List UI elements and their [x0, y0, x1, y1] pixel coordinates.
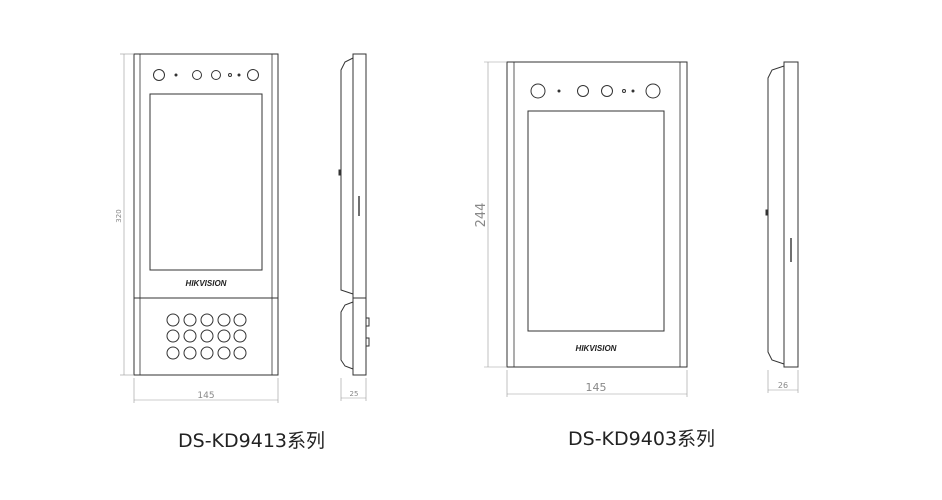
- model1-sensor-dot-icon: [228, 73, 232, 77]
- model2-camera-left-icon: [530, 83, 546, 99]
- model1-front-view: [133, 53, 279, 376]
- model1-width-label: 145: [197, 391, 214, 401]
- model2-width-dim-line: [506, 370, 688, 397]
- model2-height-dim-line: [484, 61, 507, 368]
- model1-width-dim-line: [133, 378, 279, 403]
- model1-screen: [149, 93, 263, 271]
- model2-camera-right-icon: [645, 83, 661, 99]
- model2-screen: [527, 110, 665, 332]
- model2-caption: DS-KD9403系列: [568, 428, 715, 450]
- model2-side-view: [765, 61, 799, 368]
- model1-side-upper-profile: [340, 57, 354, 295]
- model2-side-profile: [767, 65, 785, 365]
- model2-brand-logo: HIKVISION: [576, 344, 617, 353]
- model1-sensor-dot-icon: [174, 73, 178, 77]
- model2-sensor-dot-icon: [631, 89, 635, 93]
- model1-side-bump: [365, 337, 370, 347]
- model2-lens-icon: [577, 85, 589, 97]
- model1-brand-logo: HIKVISION: [186, 279, 227, 288]
- model1-side-bump: [365, 317, 370, 327]
- model1-side-button: [338, 169, 342, 176]
- model1-outer-frame: [133, 53, 279, 376]
- model1-lens-icon: [192, 70, 202, 80]
- model1-side-lower-profile: [340, 301, 354, 370]
- model1-lens-icon: [211, 70, 221, 80]
- model1-inner-frame: [139, 53, 273, 376]
- model1-caption: DS-KD9413系列: [178, 430, 325, 452]
- model2-lens-icon: [601, 85, 613, 97]
- model2-front-view: [506, 61, 688, 368]
- model1-depth-dim-line: [340, 378, 367, 401]
- model2-outer-frame: [506, 61, 688, 368]
- model2-side-body: [783, 61, 799, 368]
- model2-sensor-dot-icon: [622, 89, 626, 93]
- model1-side-view: [338, 53, 370, 376]
- model2-height-label: 244: [474, 203, 489, 228]
- model1-height-label: 320: [115, 209, 123, 222]
- model1-height-dim-line: [120, 53, 134, 376]
- model1-camera-left-icon: [153, 69, 165, 81]
- model1-depth-label: 25: [350, 390, 359, 398]
- model2-depth-dim-line: [767, 370, 799, 393]
- model2-inner-frame: [513, 61, 681, 368]
- model1-side-body: [352, 53, 367, 376]
- model1-keypad: [166, 313, 247, 360]
- model1-camera-right-icon: [247, 69, 259, 81]
- model2-sensor-dot-icon: [557, 89, 561, 93]
- model2-depth-label: 26: [778, 381, 788, 390]
- model2-width-label: 145: [586, 381, 607, 394]
- model2-side-button: [765, 209, 769, 216]
- model1-sensor-dot-icon: [237, 73, 241, 77]
